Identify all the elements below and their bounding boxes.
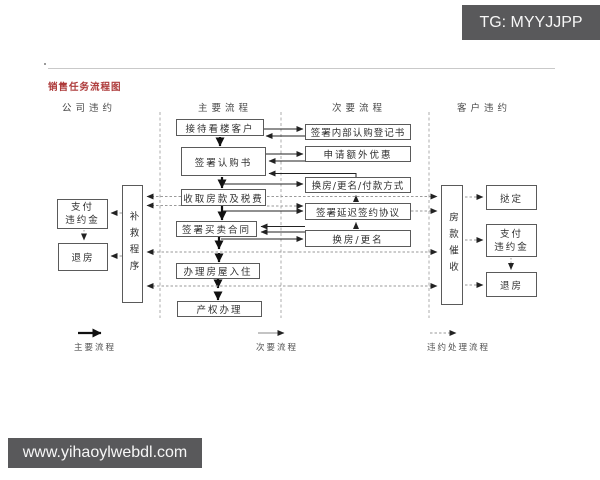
forfeit-deposit-box: 挞定 [486,185,537,210]
header-divider [48,68,555,69]
step-property-rights-box: 产权办理 [177,301,262,317]
step-move-in-box: 办理房屋入住 [176,263,260,279]
legend-breach-label: 违约处理流程 [427,343,491,353]
customer-return-house-box: 退房 [486,272,537,297]
payment-collection-box: 房款催收 [441,185,463,305]
divider-dot [44,63,46,65]
company-pay-penalty-line2: 违约金 [65,215,100,226]
company-pay-penalty-box: 支付 违约金 [57,199,108,229]
breach-flow-lines [81,193,514,289]
sec-internal-registration-box: 签署内部认购登记书 [305,124,411,140]
secondary-flow-arrows [221,126,359,242]
step-receive-customers-box: 接待看楼客户 [176,119,264,136]
sec-extra-discount-box: 申请额外优惠 [305,146,411,162]
column-header-main-flow: 主要流程 [198,103,253,114]
step-sign-subscription-box: 签署认购书 [181,147,266,176]
column-header-company-breach: 公司违约 [62,103,117,114]
sec-change-options-box: 换房/更名/付款方式 [305,177,411,193]
company-return-house-box: 退房 [58,243,108,271]
column-header-customer-breach: 客户违约 [457,103,512,114]
column-separator-lines [159,112,430,318]
watermark-website-badge: www.yihaoylwebdl.com [8,438,202,468]
sec-delay-agreement-box: 签署延迟签约协议 [305,203,411,220]
legend-primary-label: 主要流程 [74,343,117,353]
column-header-secondary-flow: 次要流程 [332,103,387,114]
step-collect-payment-box: 收取房款及税费 [181,189,266,206]
customer-pay-penalty-line2: 违约金 [494,241,529,253]
remedy-procedure-box: 补救程序 [122,185,143,303]
watermark-telegram-badge: TG: MYYJJPP [462,5,600,40]
customer-pay-penalty-line1: 支付 [499,228,523,240]
step-sign-contract-box: 签署买卖合同 [176,221,257,237]
legend-secondary-label: 次要流程 [256,343,299,353]
customer-pay-penalty-box: 支付 违约金 [486,224,537,257]
page-title: 销售任务流程图 [48,82,122,93]
company-pay-penalty-line1: 支付 [70,202,94,213]
sec-change-rename-box: 换房/更名 [305,230,411,247]
